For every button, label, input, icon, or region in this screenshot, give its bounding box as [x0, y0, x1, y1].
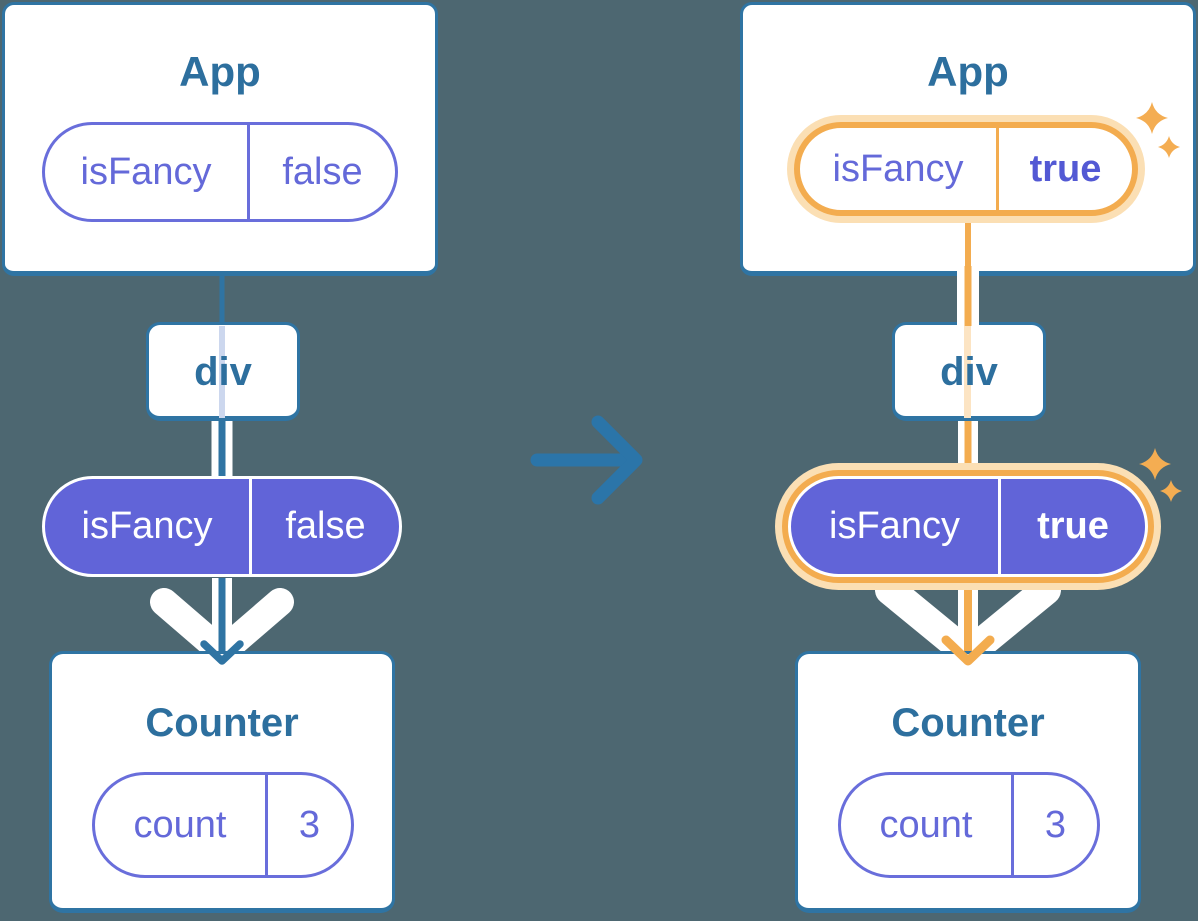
before-counter-title: Counter [145, 701, 299, 745]
sparkle-icon [1136, 102, 1168, 134]
sparkle-icon [1158, 136, 1180, 158]
after-app-prop-line [965, 222, 971, 268]
before-passed-prop-pill: isFancy false [42, 476, 402, 577]
prop-name: isFancy [832, 147, 964, 190]
state-name: count [879, 803, 973, 846]
after-app-prop-pill: isFancy true [794, 122, 1138, 216]
before-app-title: App [179, 48, 261, 95]
prop-name: isFancy [80, 150, 212, 193]
state-value: 3 [1011, 775, 1097, 875]
after-counter-state-pill: count 3 [838, 772, 1100, 878]
after-passed-prop-pill: isFancy true [788, 476, 1148, 577]
prop-name: isFancy [829, 505, 960, 547]
state-value: 3 [265, 775, 351, 875]
after-counter-title: Counter [891, 701, 1045, 745]
before-div-label: div [194, 350, 252, 394]
before-div-passthrough-line [219, 326, 225, 418]
sparkle-icon [1160, 480, 1182, 502]
prop-value: true [996, 128, 1132, 210]
before-app-prop-pill: isFancy false [42, 122, 398, 222]
prop-value: false [249, 479, 399, 574]
transition-arrow-icon [530, 415, 643, 505]
state-name: count [133, 803, 227, 846]
down-arrowhead-icon [941, 635, 995, 666]
after-div-label: div [940, 350, 998, 394]
down-arrowhead-icon [200, 640, 244, 665]
before-counter-state-pill: count 3 [92, 772, 354, 878]
sparkle-icon [1139, 448, 1171, 480]
after-app-title: App [927, 48, 1009, 95]
prop-value: true [998, 479, 1145, 574]
prop-name: isFancy [81, 505, 213, 547]
after-div-passthrough-line [964, 326, 971, 418]
prop-value: false [247, 125, 395, 219]
